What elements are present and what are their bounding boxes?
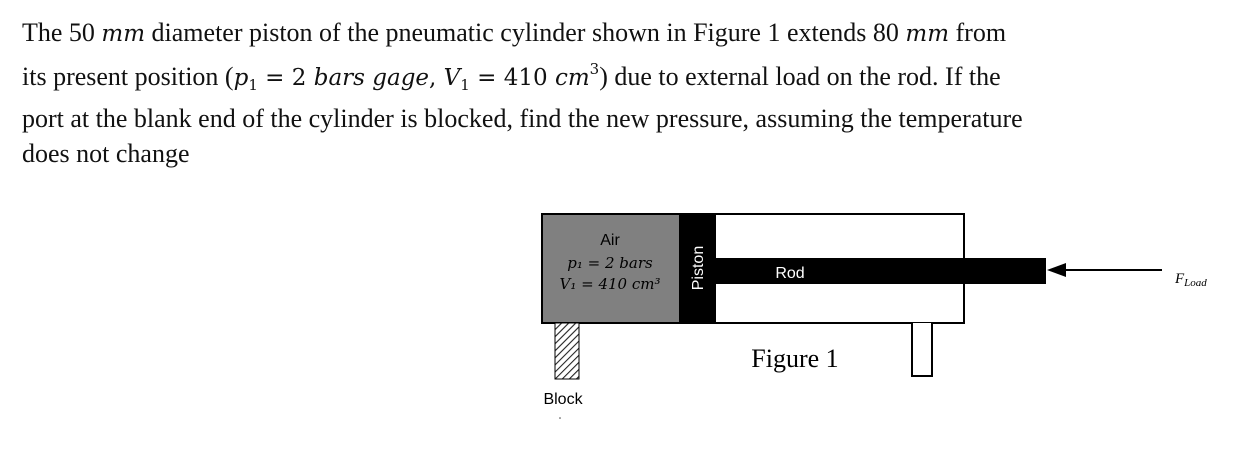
rod: [716, 258, 1046, 284]
math-equals-410: = 410: [469, 64, 555, 91]
unit-mm: mm: [101, 21, 146, 47]
unit-gage: gage: [364, 64, 430, 91]
force-symbol: F: [1174, 271, 1185, 287]
pressure-label: p₁ = 2 bars: [567, 254, 653, 272]
math-superscript: 3: [589, 59, 600, 78]
rod-end-port: [911, 323, 933, 377]
text-segment: The 50: [22, 18, 102, 47]
problem-line-4: does not change: [22, 138, 190, 168]
rod-label: Rod: [775, 265, 804, 282]
math-subscript: 1: [460, 75, 470, 94]
force-subscript: Load: [1183, 277, 1207, 289]
math-var-v: V: [443, 64, 461, 91]
text-segment: from: [949, 18, 1007, 47]
math-equals-2: = 2: [257, 64, 314, 91]
piston-label: Piston: [690, 246, 707, 290]
problem-line-3: port at the blank end of the cylinder is…: [22, 104, 1023, 133]
text-segment: ) due to external load on the rod. If th…: [599, 61, 1001, 91]
air-chamber: [543, 215, 679, 322]
block-label: Block: [543, 391, 583, 408]
text-segment: its present position (: [22, 61, 234, 91]
problem-statement: The 50 mm diameter piston of the pneumat…: [22, 16, 1102, 171]
volume-label: V₁ = 410 cm³: [560, 275, 661, 293]
math-subscript: 1: [248, 75, 258, 94]
load-arrow-head: [1047, 263, 1066, 277]
problem-line-2: its present position (p1 = 2 bars gage, …: [22, 52, 1102, 103]
unit-mm: mm: [905, 21, 950, 47]
air-label: Air: [600, 232, 620, 249]
text-segment: diameter piston of the pneumatic cylinde…: [145, 18, 906, 47]
stray-dot: [559, 417, 561, 419]
math-comma: ,: [429, 64, 444, 91]
blocked-port: [554, 322, 580, 380]
unit-bars: bars: [313, 64, 365, 91]
figure-caption: Figure 1: [751, 344, 838, 373]
unit-cm: cm: [554, 64, 590, 91]
force-label: FLoad: [1174, 271, 1207, 289]
problem-line-1: The 50 mm diameter piston of the pneumat…: [22, 16, 1102, 52]
math-var-p: p: [233, 64, 249, 91]
piston: [679, 214, 716, 323]
